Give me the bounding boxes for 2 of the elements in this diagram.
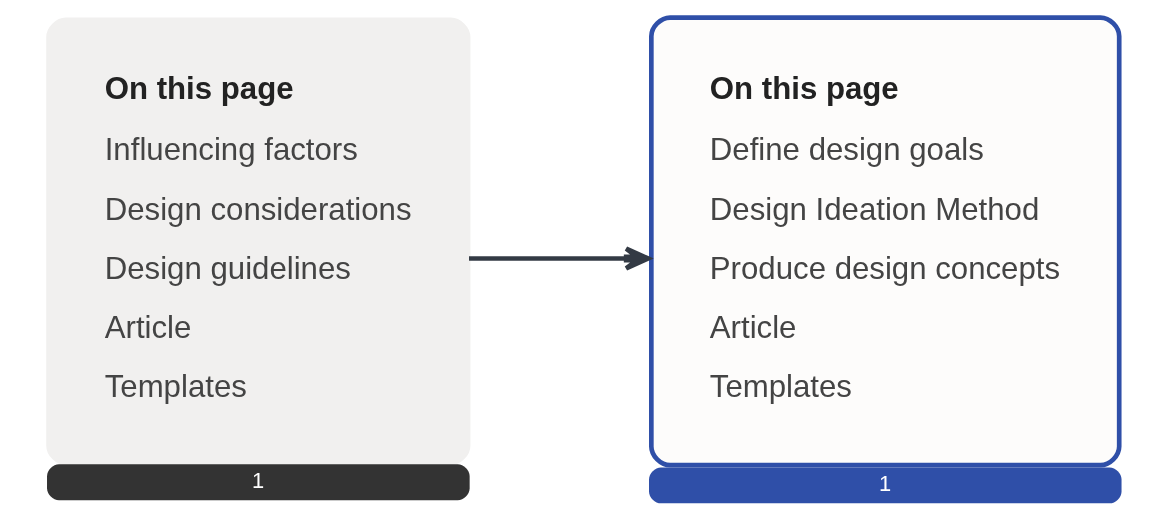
node-label: 1 bbox=[878, 471, 891, 497]
node-label: 1 bbox=[251, 468, 264, 494]
